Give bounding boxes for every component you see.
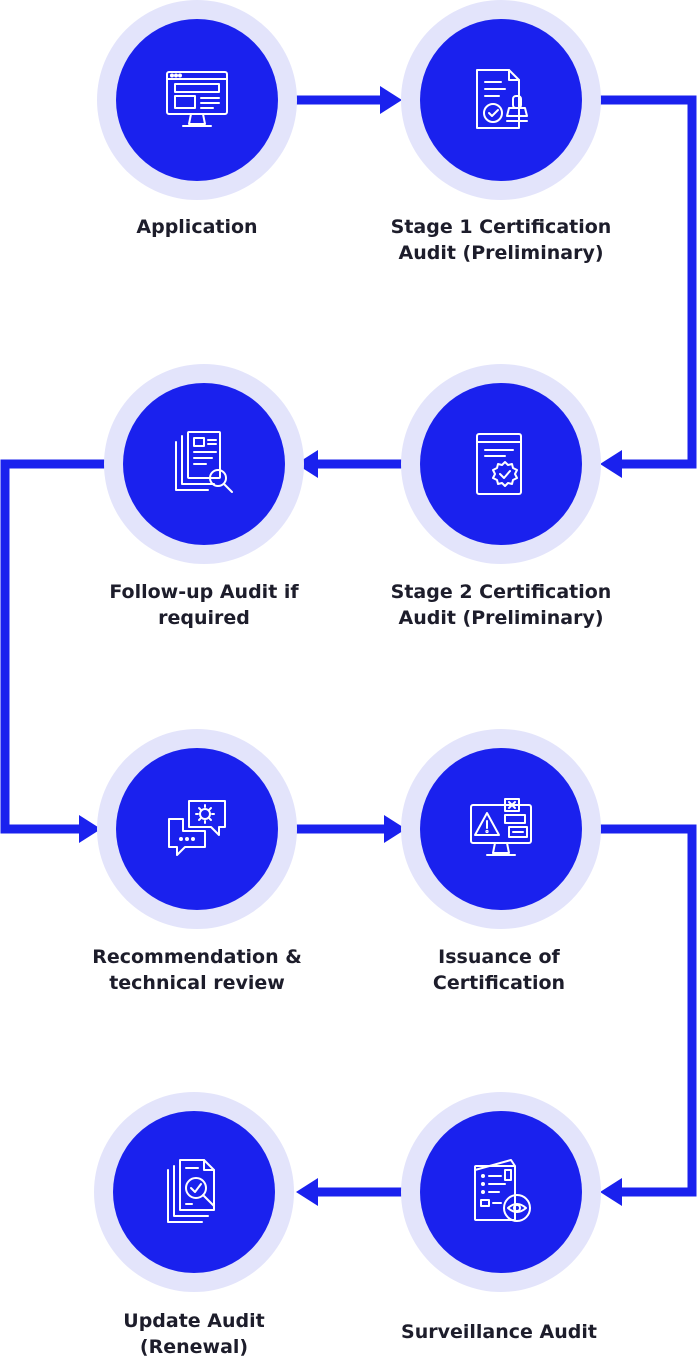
arrowhead-stage2 (600, 450, 622, 478)
document-eye-icon (474, 1159, 531, 1222)
step-label-update: Update Audit (Renewal) (123, 1310, 265, 1358)
document-check-search-icon (167, 1159, 215, 1223)
connector-issuance-surveillance (582, 824, 697, 1197)
step-application (97, 0, 297, 200)
step-recommendation (97, 729, 297, 929)
arrowhead-surveillance (600, 1178, 622, 1206)
step-disc (420, 748, 582, 910)
step-label-stage2: Stage 2 Certification Audit (Preliminary… (390, 581, 612, 629)
chat-gear-icon (168, 800, 226, 856)
step-disc (420, 19, 582, 181)
step-stage2 (401, 364, 601, 564)
step-stage1 (401, 0, 601, 200)
document-search-icon (175, 431, 233, 493)
step-disc (420, 383, 582, 545)
step-surveillance (401, 1092, 601, 1292)
step-disc (113, 1111, 275, 1273)
monitor-warning-icon (470, 798, 532, 856)
arrowhead-update (296, 1178, 318, 1206)
step-label-application: Application (136, 216, 258, 238)
step-update (94, 1092, 294, 1292)
arrowhead-followup (296, 450, 318, 478)
step-label-followup: Follow-up Audit if required (109, 581, 299, 629)
certificate-stamp-icon (476, 69, 528, 129)
step-followup (104, 364, 304, 564)
connector-stage1-stage2 (582, 95, 697, 469)
step-label-recommendation: Recommendation & technical review (92, 946, 302, 994)
document-badge-icon (476, 433, 522, 495)
step-disc (420, 1111, 582, 1273)
connector-followup-recommendation (0, 459, 120, 834)
step-disc (116, 748, 278, 910)
step-label-surveillance: Surveillance Audit (401, 1321, 597, 1343)
step-disc (123, 383, 285, 545)
step-issuance (401, 729, 601, 929)
arrowhead-issuance (384, 815, 406, 843)
arrowhead-stage1 (380, 86, 402, 114)
arrowhead-recommendation (79, 815, 101, 843)
step-disc (116, 19, 278, 181)
step-label-issuance: Issuance of Certification (432, 946, 566, 994)
step-label-stage1: Stage 1 Certification Audit (Preliminary… (390, 216, 612, 264)
monitor-webpage-icon (166, 71, 228, 127)
